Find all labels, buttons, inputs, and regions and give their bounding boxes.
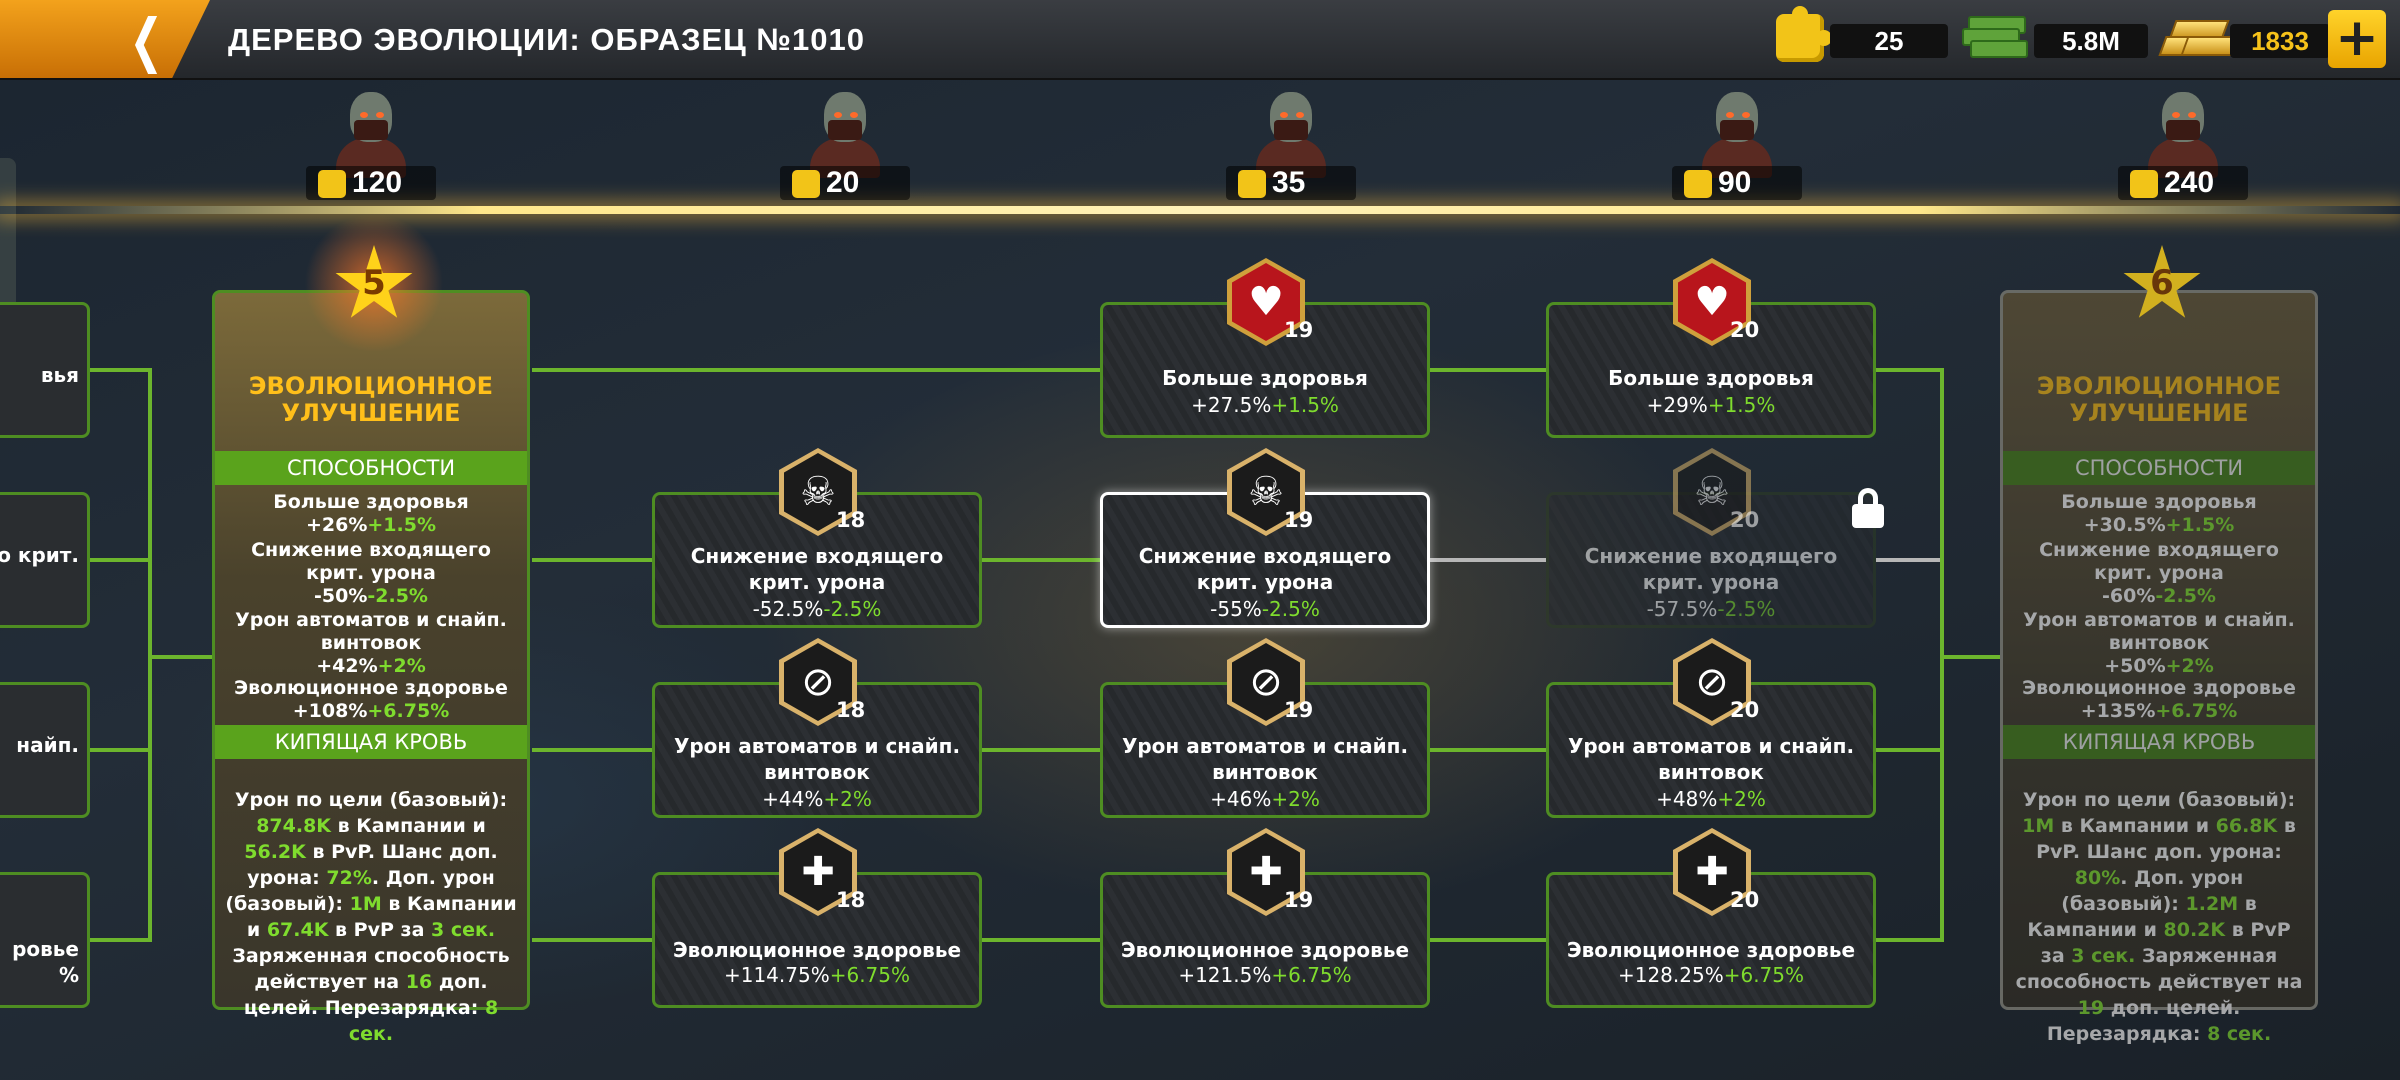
connector bbox=[532, 748, 652, 752]
card-level: 20 bbox=[1730, 888, 1760, 912]
skill-header: КИПЯЩАЯ КРОВЬ bbox=[2003, 725, 2315, 759]
ability-rifle: Урон автоматов и снайп. винтовок+50%+2% bbox=[2023, 609, 2295, 677]
previous-card[interactable]: найп. bbox=[0, 682, 90, 818]
cost-value: 90 bbox=[1718, 166, 1752, 199]
cash-count: 5.8M bbox=[2034, 24, 2148, 58]
ability-evo-health: Эволюционное здоровье+108%+6.75% bbox=[234, 677, 508, 722]
connector bbox=[532, 938, 652, 942]
medical-cross-icon: ✚ bbox=[779, 828, 857, 916]
card-level: 19 bbox=[1284, 318, 1314, 342]
skill-header: КИПЯЩАЯ КРОВЬ bbox=[215, 725, 527, 759]
evolution-upgrade-panel-6[interactable]: 6 ЭВОЛЮЦИОННОЕ УЛУЧШЕНИЕ СПОСОБНОСТИ Бол… bbox=[2000, 245, 2318, 1045]
gold-counter: 1833 bbox=[2158, 14, 2330, 64]
connector bbox=[1430, 368, 1546, 372]
puzzle-count: 25 bbox=[1830, 24, 1948, 58]
cost-column-1: 120 bbox=[306, 88, 436, 208]
card-level: 18 bbox=[836, 508, 866, 532]
cash-counter: 5.8M bbox=[1960, 14, 2150, 64]
ability-health: Больше здоровья+30.5%+1.5% bbox=[2061, 491, 2257, 536]
side-panel-tab[interactable] bbox=[0, 158, 16, 348]
card-level: 19 bbox=[1284, 508, 1314, 532]
top-bar: ❮ ДЕРЕВО ЭВОЛЮЦИИ: ОБРАЗЕЦ №1010 25 5.8M… bbox=[0, 0, 2400, 80]
evolution-title: ЭВОЛЮЦИОННОЕ УЛУЧШЕНИЕ bbox=[248, 372, 494, 427]
ability-rifle: Урон автоматов и снайп. винтовок+42%+2% bbox=[235, 609, 507, 677]
cost-column-3: 35 bbox=[1226, 88, 1356, 208]
evolution-level: 5 bbox=[362, 263, 386, 303]
cost-column-5: 240 bbox=[2118, 88, 2248, 208]
cost-value: 35 bbox=[1272, 166, 1306, 199]
puzzle-icon bbox=[1776, 6, 1832, 62]
evolution-level: 6 bbox=[2150, 263, 2174, 303]
puzzle-icon bbox=[318, 170, 346, 198]
connector bbox=[982, 748, 1100, 752]
gold-bars-icon bbox=[2158, 14, 2242, 62]
cost-value: 120 bbox=[352, 166, 403, 199]
skill-description: Урон по цели (базовый): 874.8K в Кампани… bbox=[225, 789, 517, 1045]
bullet-icon: ⊘ bbox=[779, 638, 857, 726]
connector bbox=[1430, 748, 1546, 752]
card-level: 20 bbox=[1730, 318, 1760, 342]
connector bbox=[90, 368, 150, 372]
connector-locked bbox=[1430, 558, 1546, 562]
card-level: 20 bbox=[1730, 698, 1760, 722]
cost-value: 240 bbox=[2164, 166, 2215, 199]
evolution-title: ЭВОЛЮЦИОННОЕ УЛУЧШЕНИЕ bbox=[2036, 372, 2282, 427]
bullet-icon: ⊘ bbox=[1673, 638, 1751, 726]
previous-card[interactable]: вья bbox=[0, 302, 90, 438]
bullet-icon: ⊘ bbox=[1227, 638, 1305, 726]
abilities-header: СПОСОБНОСТИ bbox=[215, 451, 527, 485]
connector bbox=[150, 655, 214, 659]
card-level: 19 bbox=[1284, 888, 1314, 912]
puzzle-icon bbox=[1238, 170, 1266, 198]
ability-health: Больше здоровья+26%+1.5% bbox=[273, 491, 469, 536]
cash-icon bbox=[1960, 14, 2030, 62]
previous-card[interactable]: ровье% bbox=[0, 872, 90, 1008]
connector bbox=[1430, 938, 1546, 942]
puzzle-icon bbox=[792, 170, 820, 198]
ability-crit: Снижение входящего крит. урона-50%-2.5% bbox=[251, 539, 491, 607]
connector bbox=[1876, 748, 1942, 752]
card-level: 19 bbox=[1284, 698, 1314, 722]
connector bbox=[532, 368, 1100, 372]
connector bbox=[532, 558, 652, 562]
zombie-portrait bbox=[336, 92, 406, 178]
medical-cross-icon: ✚ bbox=[1227, 828, 1305, 916]
connector bbox=[982, 938, 1100, 942]
abilities-header: СПОСОБНОСТИ bbox=[2003, 451, 2315, 485]
lock-icon bbox=[1852, 488, 1884, 528]
card-level: 18 bbox=[836, 698, 866, 722]
ability-crit: Снижение входящего крит. урона-60%-2.5% bbox=[2039, 539, 2279, 607]
puzzle-icon bbox=[2130, 170, 2158, 198]
connector bbox=[1942, 655, 2000, 659]
connector bbox=[90, 748, 150, 752]
add-gold-button[interactable]: + bbox=[2328, 10, 2386, 68]
medical-cross-icon: ✚ bbox=[1673, 828, 1751, 916]
connector bbox=[90, 558, 150, 562]
ability-evo-health: Эволюционное здоровье+135%+6.75% bbox=[2022, 677, 2296, 722]
gold-count: 1833 bbox=[2230, 24, 2330, 58]
skill-description: Урон по цели (базовый): 1M в Кампании и … bbox=[2015, 789, 2303, 1045]
upgrade-card-health-2[interactable]: Больше здоровья +27.5%+1.5% bbox=[1100, 302, 1430, 438]
card-level: 20 bbox=[1730, 508, 1760, 532]
chevron-left-icon: ❮ bbox=[129, 6, 164, 74]
cost-divider bbox=[0, 206, 2400, 214]
connector bbox=[1876, 368, 1942, 372]
cost-column-4: 90 bbox=[1672, 88, 1802, 208]
evolution-upgrade-panel-5[interactable]: 5 ЭВОЛЮЦИОННОЕ УЛУЧШЕНИЕ СПОСОБНОСТИ Бол… bbox=[212, 213, 530, 1045]
card-level: 18 bbox=[836, 888, 866, 912]
cost-column-2: 20 bbox=[780, 88, 910, 208]
page-title: ДЕРЕВО ЭВОЛЮЦИИ: ОБРАЗЕЦ №1010 bbox=[228, 22, 865, 57]
connector-locked bbox=[1876, 558, 1942, 562]
connector bbox=[982, 558, 1100, 562]
cost-value: 20 bbox=[826, 166, 860, 199]
connector bbox=[1876, 938, 1942, 942]
puzzle-icon bbox=[1684, 170, 1712, 198]
back-button[interactable]: ❮ bbox=[0, 0, 210, 78]
previous-card[interactable]: о крит. bbox=[0, 492, 90, 628]
connector bbox=[90, 938, 150, 942]
puzzle-counter: 25 bbox=[1776, 6, 1948, 64]
